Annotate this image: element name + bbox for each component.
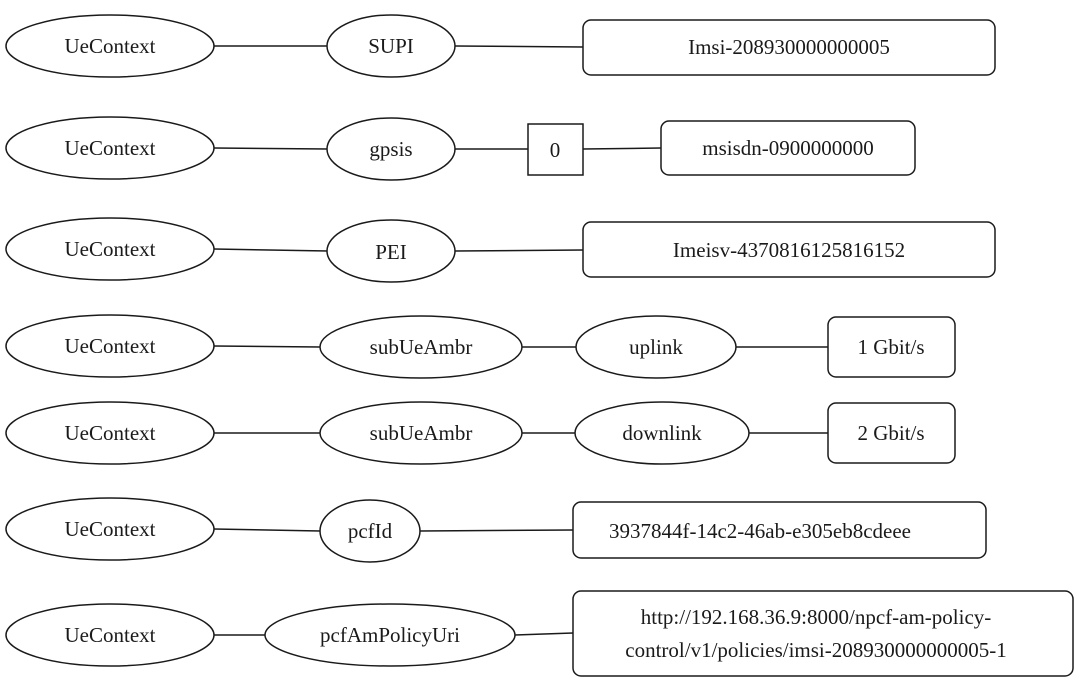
attribute-label-pei: PEI [375,240,407,264]
value-node-downlink [827,402,956,464]
value-label-uplink: 1 Gbit/s [857,335,924,359]
context-node [5,217,215,281]
row-gpsis: UeContext gpsis 0 msisdn-0900000000 [5,116,916,181]
context-node [5,497,215,561]
edge-pcfampolicyuri-value [514,632,574,636]
value-node-pcfid [572,501,987,559]
attribute-node-supi [326,14,456,78]
attribute-label-subueambr: subUeAmbr [370,335,473,359]
value-label-pcfid: 3937844f-14c2-46ab-e305eb8cdeee [609,519,911,543]
attribute-label-gpsis: gpsis [369,137,412,161]
sub-attribute-label-downlink: downlink [622,421,702,445]
attribute-label-supi: SUPI [368,34,414,58]
edge-context-pei [213,248,329,252]
row-subueambr-uplink: UeContext subUeAmbr uplink 1 Gbit/s [5,314,956,379]
value-node-pcfampolicyuri [572,590,1074,677]
context-node [5,603,215,667]
value-label-supi: Imsi-208930000000005 [688,35,890,59]
context-label: UeContext [65,34,156,58]
context-node [5,116,215,180]
context-label: UeContext [65,237,156,261]
context-label: UeContext [65,517,156,541]
attribute-label-pcfid: pcfId [348,519,393,543]
value-label-gpsis: msisdn-0900000000 [702,136,874,160]
index-node-gpsis [527,123,584,176]
row-pei: UeContext PEI Imeisv-4370816125816152 [5,217,996,283]
edge-pei-value [454,249,584,252]
value-node-gpsis [660,120,916,176]
attribute-node-gpsis [326,117,456,181]
edge-context-pcfid [213,528,321,532]
value-node-supi [582,19,996,76]
edge-context-subueambr [213,345,321,348]
edge-context-gpsis [213,147,329,150]
context-label: UeContext [65,334,156,358]
value-label-downlink: 2 Gbit/s [857,421,924,445]
edge-index-value [582,147,662,150]
attribute-node-subueambr [319,315,523,379]
value-label-pei: Imeisv-4370816125816152 [673,238,905,262]
sub-attribute-node-downlink [574,401,750,465]
context-label: UeContext [65,421,156,445]
value-node-pei [582,221,996,278]
context-node [5,401,215,465]
index-label-gpsis: 0 [550,138,561,162]
context-node [5,314,215,378]
attribute-node-subueambr [319,401,523,465]
value-label-pcfampolicyuri-line1: http://192.168.36.9:8000/npcf-am-policy- [641,605,992,629]
sub-attribute-node-uplink [575,315,737,379]
attribute-node-pei [326,219,456,283]
value-node-uplink [827,316,956,378]
context-node [5,14,215,78]
attribute-node-pcfampolicyuri [264,603,516,667]
row-pcfid: UeContext pcfId 3937844f-14c2-46ab-e305e… [5,497,987,563]
edge-supi-value [454,45,584,48]
value-label-pcfampolicyuri-line2: control/v1/policies/imsi-208930000000005… [625,638,1006,662]
attribute-label-pcfampolicyuri: pcfAmPolicyUri [320,623,460,647]
attribute-label-subueambr: subUeAmbr [370,421,473,445]
context-label: UeContext [65,623,156,647]
row-pcfampolicyuri: UeContext pcfAmPolicyUri http://192.168.… [5,590,1074,677]
attribute-node-pcfid [319,499,421,563]
sub-attribute-label-uplink: uplink [629,335,683,359]
row-subueambr-downlink: UeContext subUeAmbr downlink 2 Gbit/s [5,401,956,465]
row-supi: UeContext SUPI Imsi-208930000000005 [5,14,996,78]
edge-pcfid-value [419,529,574,532]
context-label: UeContext [65,136,156,160]
